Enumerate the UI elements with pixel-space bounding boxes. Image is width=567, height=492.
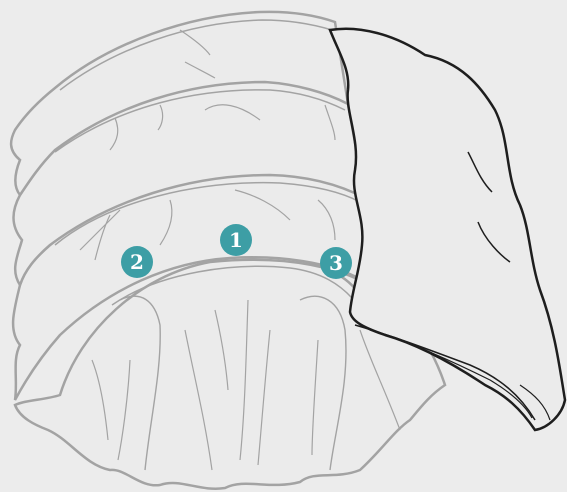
step-marker-3: 3 xyxy=(320,247,352,279)
step-marker-1: 1 xyxy=(220,224,252,256)
step-marker-2: 2 xyxy=(121,246,153,278)
step-marker-3-label: 3 xyxy=(329,251,343,275)
step-marker-2-label: 2 xyxy=(130,250,144,274)
step-marker-1-label: 1 xyxy=(229,228,243,252)
